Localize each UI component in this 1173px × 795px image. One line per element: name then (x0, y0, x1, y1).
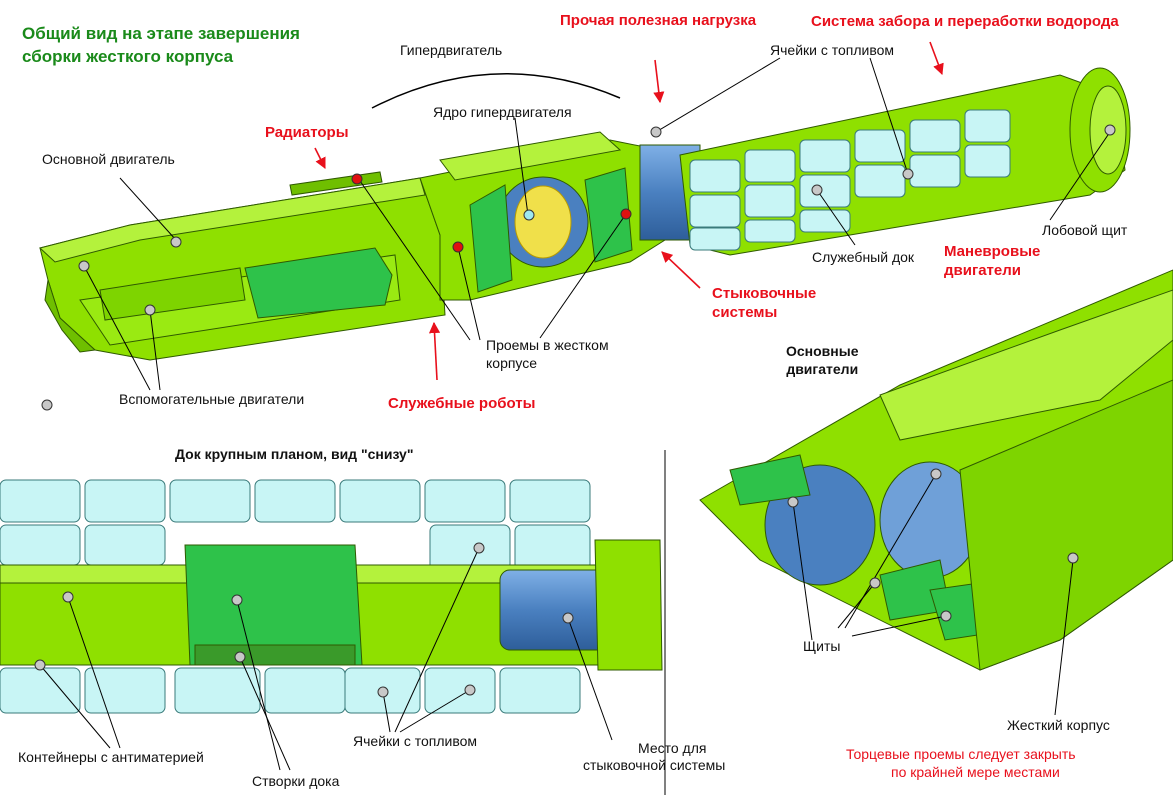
label-fuel-cells-top: Ячейки с топливом (770, 42, 895, 58)
engines-hull-top (879, 289, 1173, 441)
label-dock-doors: Створки дока (252, 773, 340, 789)
label-hydrogen: Система забора и переработки водорода (811, 13, 1119, 30)
label-dock-closeup: Док крупным планом, вид "снизу" (175, 446, 414, 462)
red-arrows (314, 41, 944, 381)
marker-aux-engine-2 (144, 304, 156, 316)
marker-shield-2 (869, 577, 881, 589)
diagram-title-line1: Общий вид на этапе завершения (22, 24, 300, 43)
rear-module (244, 247, 393, 319)
label-docking-place-line1: Место для (638, 740, 707, 756)
hyper-panel-right (584, 167, 633, 263)
label-hull-openings: Проемы в жестком корпусе (486, 336, 609, 372)
leader-lines-bottom-left (39, 547, 613, 771)
marker-opening-2 (620, 208, 632, 220)
marker-front-shield (1104, 124, 1116, 136)
label-radiators: Радиаторы (265, 124, 349, 141)
label-maneuver-line2: двигатели (944, 262, 1021, 279)
engines-side-panel (959, 379, 1173, 671)
label-service-dock: Служебный док (812, 249, 915, 265)
marker-shield-3 (930, 468, 942, 480)
label-hyperdrive: Гипердвигатель (400, 42, 503, 58)
label-payload: Прочая полезная нагрузка (560, 12, 757, 29)
label-docking-systems: Стыковочные системы (712, 284, 816, 322)
hyperdrive-bracket (371, 73, 621, 109)
closeup-dock-doors (184, 544, 363, 666)
closeup-end-block (594, 539, 663, 671)
label-note-line2: по крайней мере местами (891, 764, 1060, 780)
engines-shield-1 (729, 454, 811, 506)
hyper-frame-top (439, 131, 622, 181)
marker-shield-4 (940, 610, 952, 622)
label-hull-openings-line2: корпусе (486, 355, 538, 371)
closeup-cells-top (0, 479, 591, 571)
marker-antimatter-2 (34, 659, 46, 671)
label-aux-engines: Вспомогательные двигатели (119, 391, 305, 407)
hyper-panel-left (469, 184, 513, 293)
label-hyper-core: Ядро гипердвигателя (433, 104, 572, 120)
markers-top (41, 124, 1116, 411)
marker-antimatter-1 (62, 591, 74, 603)
label-maneuver: Маневровые двигатели (944, 242, 1040, 280)
marker-cells-3 (464, 684, 476, 696)
label-main-engines: Основные двигатели (786, 342, 859, 378)
label-front-shield: Лобовой щит (1042, 222, 1128, 238)
rear-hull-top (38, 177, 426, 263)
label-main-engine: Основной двигатель (42, 151, 175, 167)
marker-stray (41, 399, 53, 411)
label-hull-openings-line1: Проемы в жестком (486, 337, 609, 353)
label-note-line1: Торцевые проемы следует закрыть (846, 746, 1076, 762)
ship-overview (38, 67, 1131, 361)
marker-main-engine (170, 236, 182, 248)
label-service-robots: Служебные роботы (388, 395, 536, 412)
label-antimatter: Контейнеры с антиматерией (18, 749, 204, 765)
label-docking-place-line2: стыковочной системы (583, 757, 726, 773)
leader-lines-bottom-right (792, 473, 1074, 716)
marker-shield-1 (787, 496, 799, 508)
label-note: Торцевые проемы следует закрыть по крайн… (846, 745, 1076, 781)
fuel-cell-grid (689, 109, 1011, 251)
marker-doors-2 (234, 651, 246, 663)
label-maneuver-line1: Маневровые (944, 243, 1041, 260)
rear-plate-1 (99, 267, 246, 321)
marker-opening-1 (452, 241, 464, 253)
marker-cells-2 (377, 686, 389, 698)
dock-closeup (0, 479, 663, 714)
closeup-docking-tube (499, 569, 611, 651)
marker-cells-1 (473, 542, 485, 554)
label-docking-place: Место для стыковочной системы (583, 740, 725, 774)
label-main-engines-line1: Основные (786, 343, 859, 359)
diagram-title-line2: сборки жесткого корпуса (22, 47, 234, 66)
marker-aux-engine-1 (78, 260, 90, 272)
marker-rigid-hull (1067, 552, 1079, 564)
label-rigid-hull: Жесткий корпус (1007, 717, 1110, 733)
markers-bottom-right (787, 468, 1079, 622)
label-docking-line2: системы (712, 304, 778, 321)
closeup-dock-doors-dark (194, 644, 356, 666)
label-docking-line1: Стыковочные (712, 285, 817, 302)
label-fuel-cells-bottom: Ячейки с топливом (353, 733, 478, 749)
marker-docking-place (562, 612, 574, 624)
marker-radiator (351, 173, 363, 185)
marker-payload (650, 126, 662, 138)
hyper-core-inner (514, 185, 572, 259)
marker-fuel-cells (902, 168, 914, 180)
leader-lines-top (83, 57, 1111, 391)
label-shields: Щиты (803, 638, 841, 654)
closeup-cells-bottom (0, 667, 581, 714)
marker-dock (811, 184, 823, 196)
label-main-engines-line2: двигатели (786, 361, 859, 377)
markers-bottom-left (34, 542, 574, 698)
rear-fin (44, 279, 97, 353)
marker-doors-1 (231, 594, 243, 606)
diagram-title: Общий вид на этапе завершения сборки жес… (22, 22, 300, 68)
marker-hyper-core (523, 209, 535, 221)
